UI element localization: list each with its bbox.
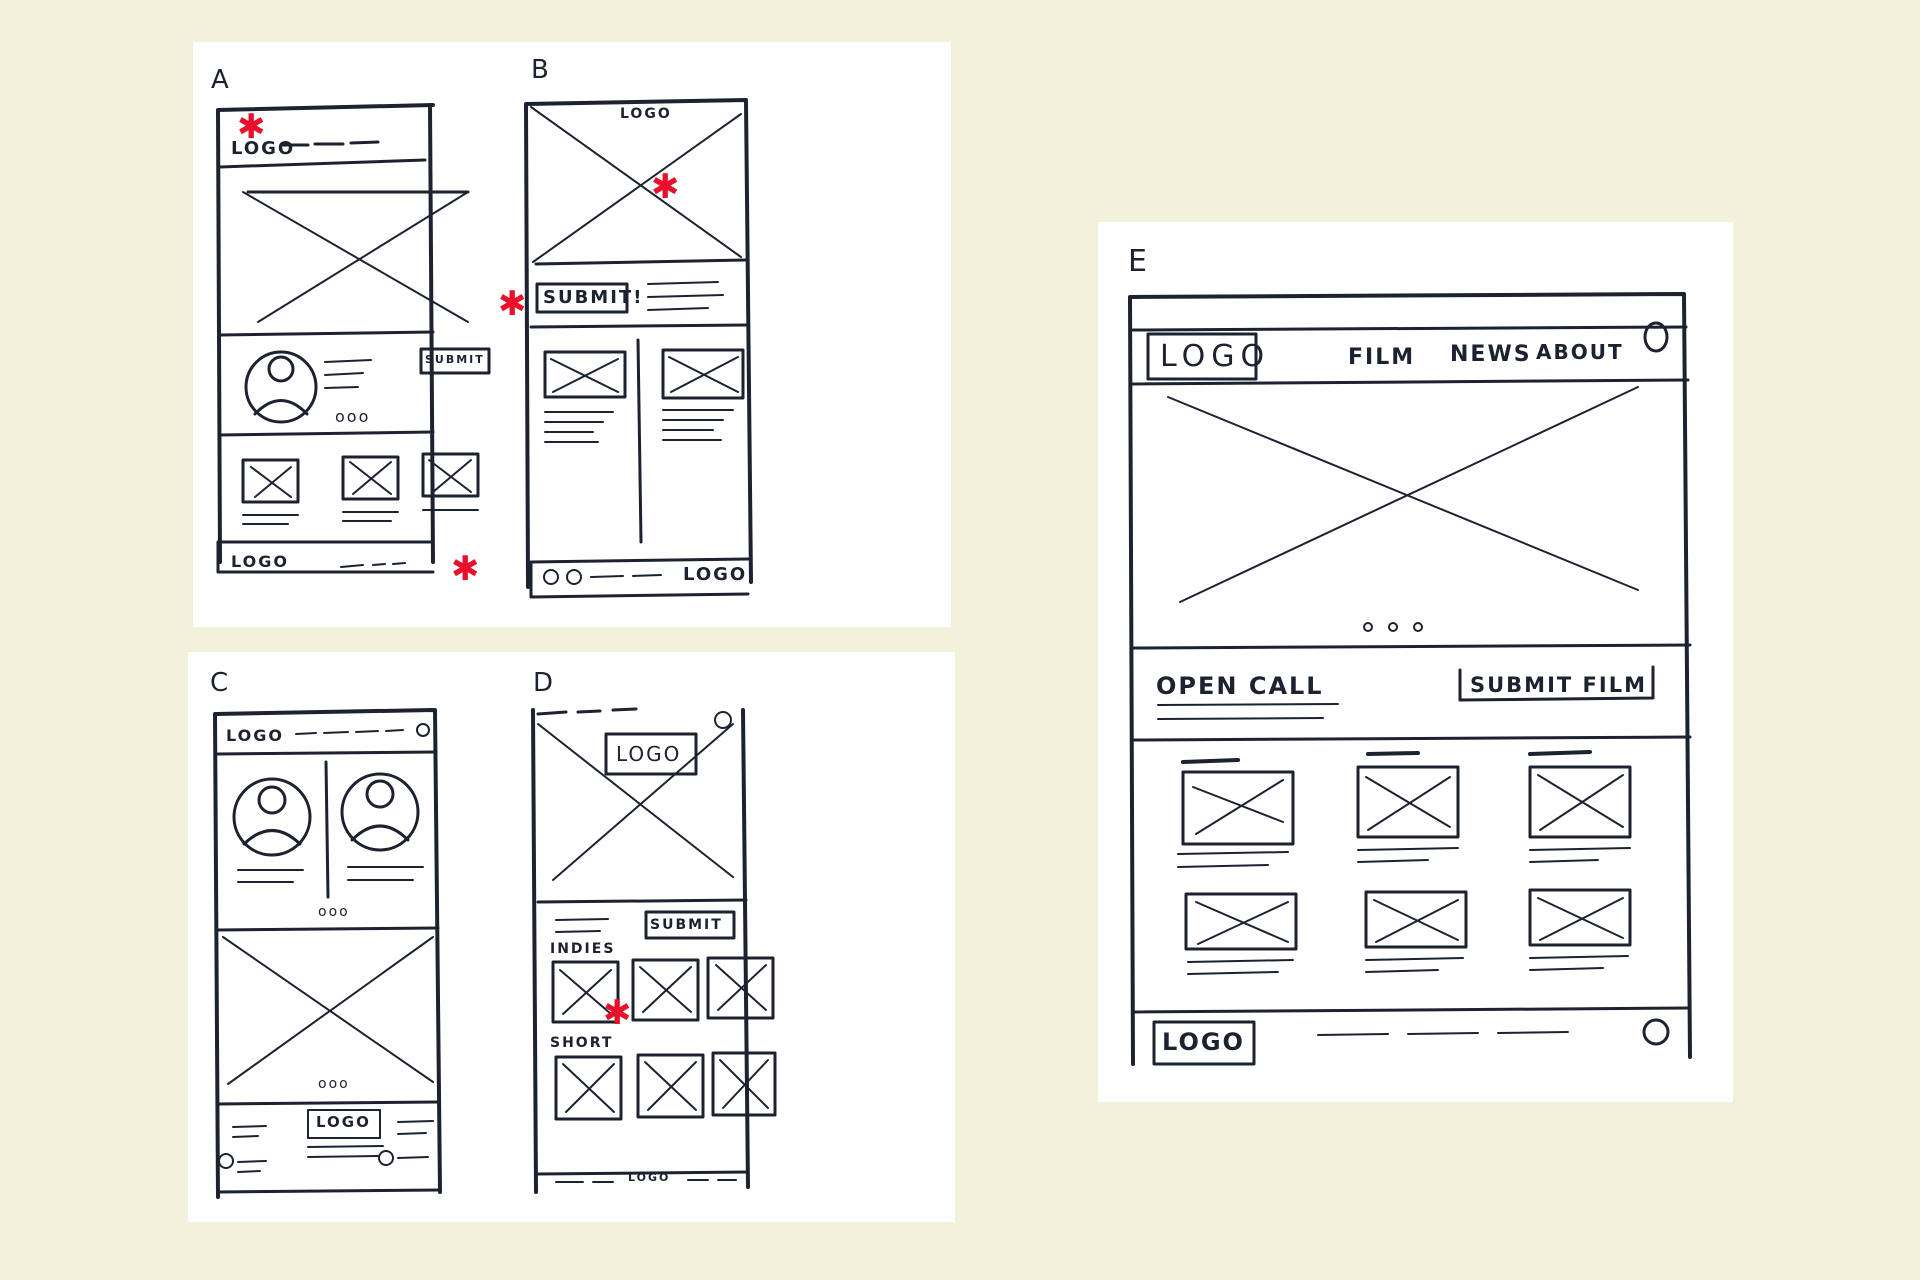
sketch-c-dots-top: ooo xyxy=(318,904,350,920)
wireframe-drawing-ab xyxy=(216,98,753,599)
sketch-d-submit: SUBMIT xyxy=(650,917,723,933)
sketch-c-dots-bottom: ooo xyxy=(318,1076,350,1092)
sketch-a-submit: SUBMIT xyxy=(425,353,485,366)
wireframe-drawing-cd xyxy=(213,707,777,1199)
sketch-c-letter: C xyxy=(210,668,231,698)
sketch-b-submit: SUBMIT! xyxy=(543,287,644,308)
star-icon: ✱ xyxy=(603,993,632,1033)
sketch-e-footer-logo: LOGO xyxy=(1162,1028,1245,1056)
sketch-b-footer-logo: LOGO xyxy=(683,564,748,585)
sketch-a-letter: A xyxy=(211,65,231,95)
sketch-d-section-short: SHORT xyxy=(550,1035,614,1051)
star-icon: ✱ xyxy=(237,107,266,147)
sketch-a-dots: ooo xyxy=(335,407,371,426)
sketch-e-nav-film: FILM xyxy=(1348,345,1416,370)
sketch-e-logo: LOGO xyxy=(1160,339,1271,374)
sketch-d-letter: D xyxy=(533,668,556,698)
star-icon: ✱ xyxy=(451,549,480,589)
sketch-c-footer-logo: LOGO xyxy=(316,1113,371,1131)
sketch-e-submit-film: SUBMIT FILM xyxy=(1470,673,1647,697)
sketch-e-open-call: OPEN CALL xyxy=(1156,672,1324,700)
sketch-e-nav-about: ABOUT xyxy=(1536,340,1624,364)
sketch-e-nav-news: NEWS xyxy=(1450,342,1532,367)
paper-sheet-cd: C LOGO ooo ooo LOGO D LOGO SUBMIT INDIES… xyxy=(188,652,955,1222)
wireframe-drawing-e xyxy=(1128,292,1692,1066)
paper-sheet-e: E LOGO FILM NEWS ABOUT OPEN CALL SUBMIT … xyxy=(1098,222,1733,1102)
sketch-c-logo: LOGO xyxy=(226,726,284,745)
sketch-d-section-indies: INDIES xyxy=(550,941,616,957)
sketch-b-letter: B xyxy=(531,55,551,85)
sketch-b-logo: LOGO xyxy=(620,106,672,122)
sketch-a-logo: LOGO xyxy=(231,138,296,159)
sketch-a-footer-logo: LOGO xyxy=(231,552,289,571)
sketch-d-footer-logo: LOGO xyxy=(628,1171,671,1184)
sketch-d-logo: LOGO xyxy=(616,742,682,766)
star-icon: ✱ xyxy=(651,167,680,207)
star-icon: ✱ xyxy=(498,284,527,324)
paper-sheet-ab: A LOGO SUBMIT ooo LOGO ✱ ✱ B LOGO SUBMIT… xyxy=(193,42,951,627)
sketch-e-letter: E xyxy=(1128,244,1149,279)
